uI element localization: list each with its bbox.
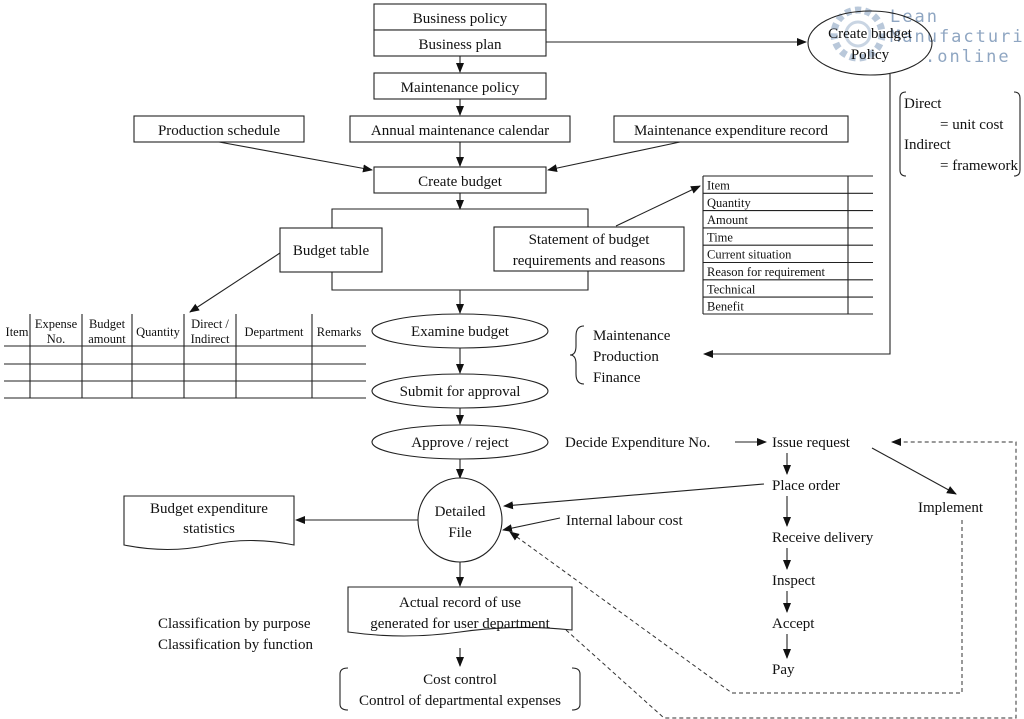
direct-unit-cost: = unit cost [940, 117, 1004, 133]
statement-item: Item [707, 179, 730, 193]
budget-table-header: Quantity [136, 325, 180, 339]
budget-table-header: Indirect [191, 332, 230, 346]
watermark-line3: .online [925, 47, 1011, 67]
budget-table-header: Expense [35, 317, 78, 331]
detailed-file-line1: Detailed [435, 504, 486, 520]
procurement-step: Pay [772, 662, 795, 678]
statement-item: Quantity [707, 196, 751, 210]
documents-bracket-bottom [331, 271, 589, 291]
examine-budget-label: Examine budget [411, 324, 510, 340]
budget-table-label: Budget table [293, 243, 370, 259]
arrow-labour-to-file [502, 517, 561, 533]
procurement-step: Place order [772, 478, 840, 494]
watermark-line1: Lean [890, 7, 939, 27]
budget-table-box [279, 227, 383, 273]
classification-purpose: Classification by purpose [158, 616, 311, 632]
submit-approval-label: Submit for approval [400, 384, 521, 400]
business-policy-box [373, 3, 547, 31]
policy-ellipse-line1: Create budget [828, 26, 913, 42]
production-schedule-box [133, 115, 305, 143]
arrow-issue-to-implement [871, 447, 957, 495]
actual-record-line2: generated for user department [370, 616, 550, 632]
cost-control-line2: Control of departmental expenses [359, 693, 561, 709]
detailed-file-circle [417, 477, 503, 563]
cost-control-bracket-left [339, 667, 349, 711]
actual-record-document [347, 586, 573, 637]
maintenance-policy-label: Maintenance policy [401, 80, 520, 96]
statement-box [493, 226, 685, 272]
dashed-implement-to-file [509, 520, 963, 694]
watermark-line2: Manufacturing [890, 27, 1024, 47]
budget-stats-document [123, 495, 295, 551]
arrow-statement-to-items [615, 185, 701, 227]
decide-expenditure-label: Decide Expenditure No. [565, 435, 710, 451]
arrow-budget-table-to-grid [189, 252, 281, 313]
procurement-step: Receive delivery [772, 530, 874, 546]
create-budget-policy-ellipse [807, 10, 933, 76]
examiner-finance: Finance [593, 370, 641, 386]
direct-label: Direct [904, 96, 942, 112]
watermark-logo: Lean Manufacturing .online [830, 6, 1024, 67]
budget-stats-line2: statistics [183, 521, 235, 537]
business-plan-box [373, 29, 547, 57]
budget-table-header: Department [244, 325, 304, 339]
budget-stats-line1: Budget expenditure [150, 501, 268, 517]
detailed-file-line2: File [448, 525, 472, 541]
statement-item: Time [707, 230, 733, 244]
indirect-label: Indirect [904, 137, 951, 153]
budget-table-header: Remarks [317, 325, 362, 339]
procurement-step: Inspect [772, 573, 816, 589]
implement-label: Implement [918, 500, 984, 516]
procurement-step: Issue request [772, 435, 851, 451]
create-budget-box [373, 166, 547, 194]
procurement-step: Accept [772, 616, 815, 632]
budget-table-header: Direct / [191, 317, 229, 331]
arrow-policy-to-examiners [703, 74, 891, 358]
annual-calendar-label: Annual maintenance calendar [371, 123, 549, 139]
budget-table-header: No. [47, 332, 65, 346]
budget-table-header: Item [6, 325, 29, 339]
maintenance-policy-box [373, 72, 547, 100]
budget-table-header: Budget [89, 317, 126, 331]
expenditure-record-box [613, 115, 849, 143]
create-budget-label: Create budget [418, 174, 503, 190]
direct-indirect-bracket-right [1013, 91, 1021, 177]
cost-control-line1: Cost control [423, 672, 497, 688]
statement-item: Benefit [707, 300, 744, 314]
statement-item: Technical [707, 282, 756, 296]
expenditure-record-label: Maintenance expenditure record [634, 123, 829, 139]
statement-item: Amount [707, 213, 749, 227]
annual-calendar-box [349, 115, 571, 143]
documents-bracket-top [331, 208, 589, 228]
business-policy-label: Business policy [413, 11, 508, 27]
dashed-record-to-issue [565, 438, 1017, 719]
arrow-order-to-file [503, 483, 765, 510]
arrow-schedule-to-create [218, 141, 373, 173]
budget-table-header: amount [88, 332, 126, 346]
business-plan-label: Business plan [419, 37, 502, 53]
cost-control-bracket-right [571, 667, 581, 711]
production-schedule-label: Production schedule [158, 123, 280, 139]
actual-record-line1: Actual record of use [399, 595, 521, 611]
approve-reject-label: Approve / reject [411, 435, 509, 451]
examiners-brace [569, 325, 585, 385]
indirect-framework: = framework [940, 158, 1019, 174]
arrow-record-to-create [547, 141, 681, 173]
internal-labour-label: Internal labour cost [566, 513, 683, 529]
examiner-production: Production [593, 349, 659, 365]
policy-ellipse-line2: Policy [851, 47, 890, 63]
examiner-maintenance: Maintenance [593, 328, 671, 344]
statement-item: Current situation [707, 248, 792, 262]
statement-item: Reason for requirement [707, 265, 826, 279]
statement-label-line2: requirements and reasons [513, 253, 666, 269]
statement-label-line1: Statement of budget [529, 232, 651, 248]
direct-indirect-bracket-left [899, 91, 907, 177]
classification-function: Classification by function [158, 637, 313, 653]
